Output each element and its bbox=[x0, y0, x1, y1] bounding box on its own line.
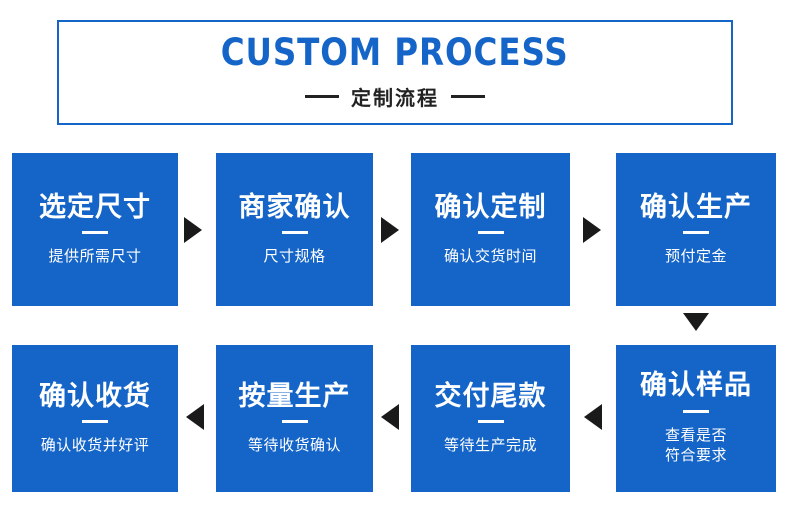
step-description: 提供所需尺寸 bbox=[48, 247, 142, 266]
process-step-2[interactable]: 商家确认尺寸规格 bbox=[216, 153, 373, 306]
step-divider bbox=[281, 231, 308, 235]
arrow-step3-to-step4-icon bbox=[583, 217, 601, 243]
step-divider bbox=[82, 420, 108, 424]
process-step-1[interactable]: 选定尺寸提供所需尺寸 bbox=[12, 153, 178, 306]
arrow-step6-to-step7-icon bbox=[381, 404, 399, 430]
step-divider bbox=[82, 231, 108, 235]
page-subtitle: 定制流程 bbox=[351, 86, 439, 111]
step-description: 确认收货并好评 bbox=[40, 436, 150, 455]
step-divider bbox=[683, 410, 709, 414]
process-step-6[interactable]: 交付尾款等待生产完成 bbox=[411, 345, 570, 492]
step-title: 按量生产 bbox=[238, 380, 351, 412]
step-divider bbox=[281, 420, 308, 424]
arrow-step1-to-step2-icon bbox=[184, 217, 202, 243]
step-title: 确认定制 bbox=[434, 191, 547, 223]
step-title: 确认样品 bbox=[640, 370, 752, 402]
subtitle-divider-left bbox=[305, 95, 339, 99]
process-step-8[interactable]: 确认收货确认收货并好评 bbox=[12, 345, 178, 492]
step-divider bbox=[477, 420, 504, 424]
step-title: 确认收货 bbox=[39, 380, 151, 412]
arrow-step7-to-step8-icon bbox=[186, 404, 204, 430]
header-banner: CUSTOM PROCESS 定制流程 bbox=[57, 20, 733, 125]
header-subtitle-row: 定制流程 bbox=[305, 82, 485, 111]
step-description: 等待收货确认 bbox=[247, 436, 341, 455]
step-title: 交付尾款 bbox=[434, 380, 547, 412]
step-divider bbox=[477, 231, 504, 235]
process-step-3[interactable]: 确认定制确认交货时间 bbox=[411, 153, 570, 306]
arrow-step5-to-step6-icon bbox=[584, 404, 602, 430]
process-step-4[interactable]: 确认生产预付定金 bbox=[616, 153, 776, 306]
step-description: 尺寸规格 bbox=[263, 247, 326, 266]
step-description: 确认交货时间 bbox=[443, 247, 537, 266]
step-description: 等待生产完成 bbox=[443, 436, 537, 455]
page-title: CUSTOM PROCESS bbox=[221, 30, 569, 74]
step-title: 商家确认 bbox=[238, 191, 351, 223]
subtitle-divider-right bbox=[451, 95, 485, 99]
arrow-step4-to-step5-icon bbox=[683, 313, 709, 331]
step-description: 查看是否符合要求 bbox=[664, 426, 727, 465]
process-step-7[interactable]: 按量生产等待收货确认 bbox=[216, 345, 373, 492]
step-title: 选定尺寸 bbox=[39, 191, 151, 223]
process-step-5[interactable]: 确认样品查看是否符合要求 bbox=[616, 345, 776, 492]
arrow-step2-to-step3-icon bbox=[381, 217, 399, 243]
step-description: 预付定金 bbox=[664, 247, 727, 266]
step-divider bbox=[683, 231, 709, 235]
step-title: 确认生产 bbox=[640, 191, 752, 223]
